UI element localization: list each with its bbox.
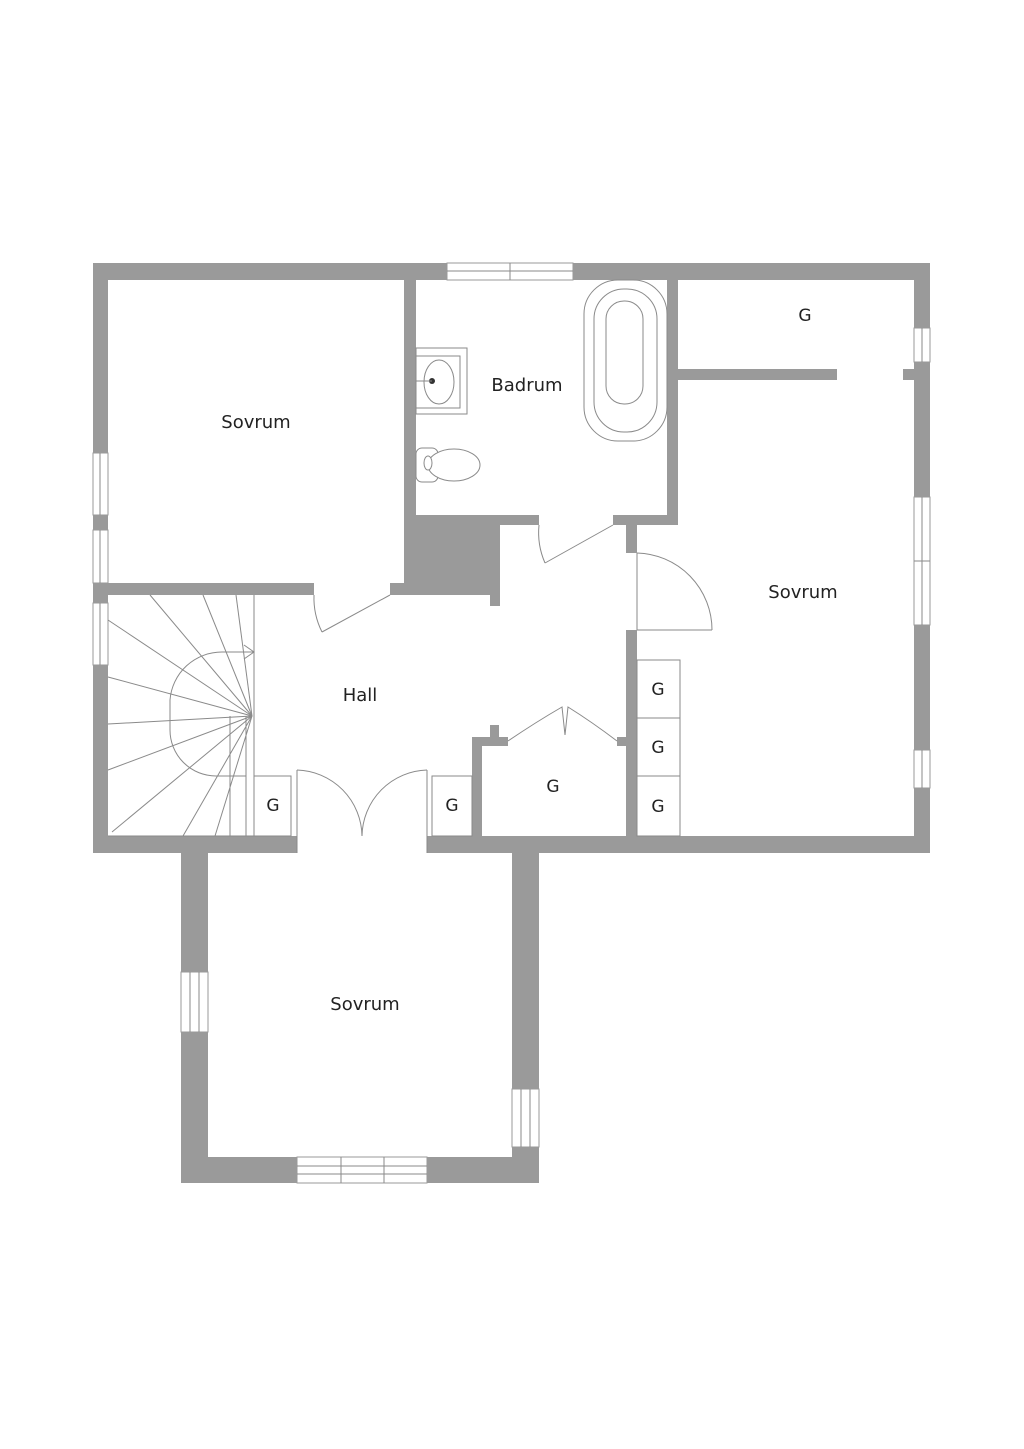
storage-label-hall-center: G bbox=[546, 777, 559, 797]
right-bed-wall-upper bbox=[626, 515, 637, 553]
room-label-sovrum-bottom: Sovrum bbox=[330, 994, 399, 1015]
storage-label-top-right: G bbox=[798, 306, 811, 326]
room-label-badrum: Badrum bbox=[491, 375, 562, 396]
bath-wall-bottom-a bbox=[404, 515, 539, 525]
window-lower-right bbox=[511, 1088, 540, 1148]
window-lower-left bbox=[180, 971, 209, 1033]
storage-label-right-1: G bbox=[651, 680, 664, 700]
room-label-hall: Hall bbox=[343, 685, 378, 706]
storage-label-hall-right: G bbox=[445, 796, 458, 816]
toilet bbox=[415, 447, 481, 483]
storage-label-hall-left: G bbox=[266, 796, 279, 816]
cabinet-right-1 bbox=[636, 659, 681, 719]
closet-center-left bbox=[472, 737, 482, 836]
stair-treads bbox=[107, 594, 253, 837]
shaft-stub bbox=[490, 515, 500, 606]
closet-wall-stub-b bbox=[903, 369, 907, 380]
bath-wall-right bbox=[667, 280, 678, 525]
storage-label-right-2: G bbox=[651, 738, 664, 758]
door-bedroom-right[interactable] bbox=[636, 552, 713, 631]
closet-center-top-b bbox=[617, 737, 637, 746]
cabinet-right-2 bbox=[636, 717, 681, 777]
walls bbox=[93, 263, 930, 1183]
outer-wall-bottom-left bbox=[93, 836, 297, 853]
windows bbox=[92, 262, 931, 1184]
closet-wall bbox=[678, 369, 837, 380]
doors bbox=[296, 524, 713, 853]
bathtub bbox=[583, 279, 668, 442]
room-label-sovrum-right: Sovrum bbox=[768, 582, 837, 603]
shaft-block bbox=[404, 515, 500, 595]
bath-wall-bottom-b bbox=[613, 515, 678, 525]
staircase[interactable] bbox=[107, 594, 255, 837]
door-bathroom[interactable] bbox=[538, 524, 614, 564]
sink bbox=[415, 347, 468, 415]
storage-label-right-3: G bbox=[651, 797, 664, 817]
door-bedroom-top-left[interactable] bbox=[313, 594, 391, 633]
outer-wall-bottom-right bbox=[427, 836, 930, 853]
wall-bedroom-hall-a bbox=[108, 583, 314, 595]
closet-center-top-post bbox=[490, 725, 499, 746]
bathroom-fixtures bbox=[415, 279, 668, 483]
door-bedroom-bottom[interactable] bbox=[296, 769, 428, 853]
right-bed-wall-lower bbox=[626, 630, 637, 836]
cabinet-hall-left bbox=[253, 775, 292, 837]
closet-wall-stub bbox=[903, 369, 914, 380]
room-label-sovrum-top-left: Sovrum bbox=[221, 412, 290, 433]
room-labels: Sovrum Badrum Sovrum Hall Sovrum bbox=[221, 375, 837, 1015]
door-closet-center[interactable] bbox=[507, 706, 618, 742]
storage-cabinets bbox=[253, 659, 681, 837]
cabinet-hall-right bbox=[431, 775, 473, 837]
cabinet-right-3 bbox=[636, 775, 681, 837]
storage-labels: G G G G G G G bbox=[266, 306, 811, 817]
window-lower-bottom bbox=[296, 1156, 428, 1184]
